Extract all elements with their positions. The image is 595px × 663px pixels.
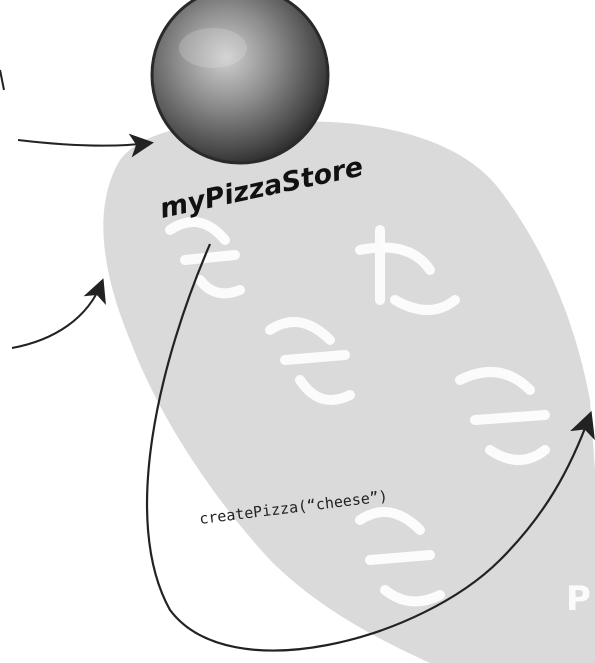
arrow-icon [12, 282, 102, 348]
edge-mark [0, 70, 4, 90]
watermark-letter: P [566, 579, 591, 619]
arrow-icon [18, 140, 150, 146]
object-ball [152, 0, 328, 163]
sphere-icon [152, 0, 328, 163]
